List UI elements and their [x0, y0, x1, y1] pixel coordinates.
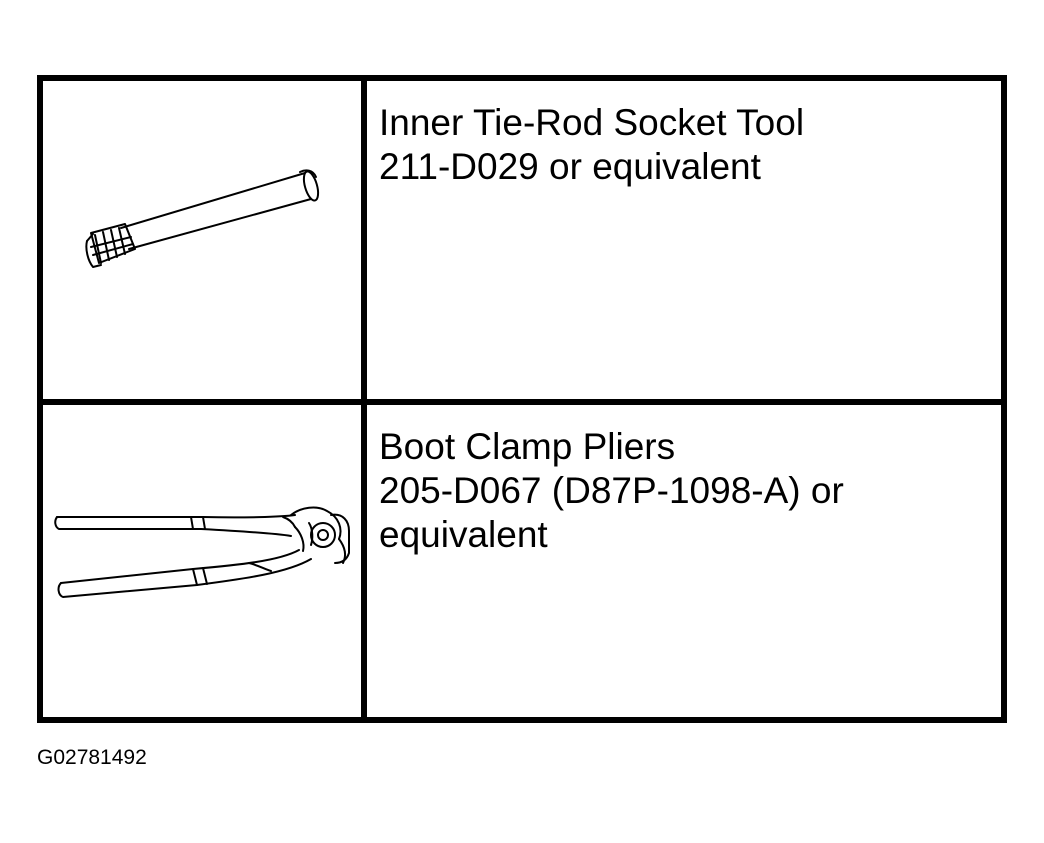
tool-description: Inner Tie-Rod Socket Tool 211-D029 or eq…: [379, 101, 991, 189]
tool-part-number: 211-D029 or equivalent: [379, 146, 761, 187]
tool-image-cell: [43, 81, 367, 399]
table-row: Boot Clamp Pliers 205-D067 (D87P-1098-A)…: [43, 405, 1001, 717]
special-tools-table: Inner Tie-Rod Socket Tool 211-D029 or eq…: [37, 75, 1007, 723]
boot-clamp-pliers-icon: [54, 506, 350, 598]
tool-name: Boot Clamp Pliers: [379, 426, 676, 467]
tool-part-number-continued: equivalent: [379, 514, 548, 555]
tool-part-number: 205-D067 (D87P-1098-A) or: [379, 470, 844, 511]
figure-id: G02781492: [37, 746, 147, 769]
table-row: Inner Tie-Rod Socket Tool 211-D029 or eq…: [43, 81, 1001, 405]
tie-rod-socket-icon: [85, 169, 320, 268]
tool-name: Inner Tie-Rod Socket Tool: [379, 102, 805, 143]
tool-description: Boot Clamp Pliers 205-D067 (D87P-1098-A)…: [379, 425, 991, 557]
tool-image-cell: [43, 405, 367, 717]
